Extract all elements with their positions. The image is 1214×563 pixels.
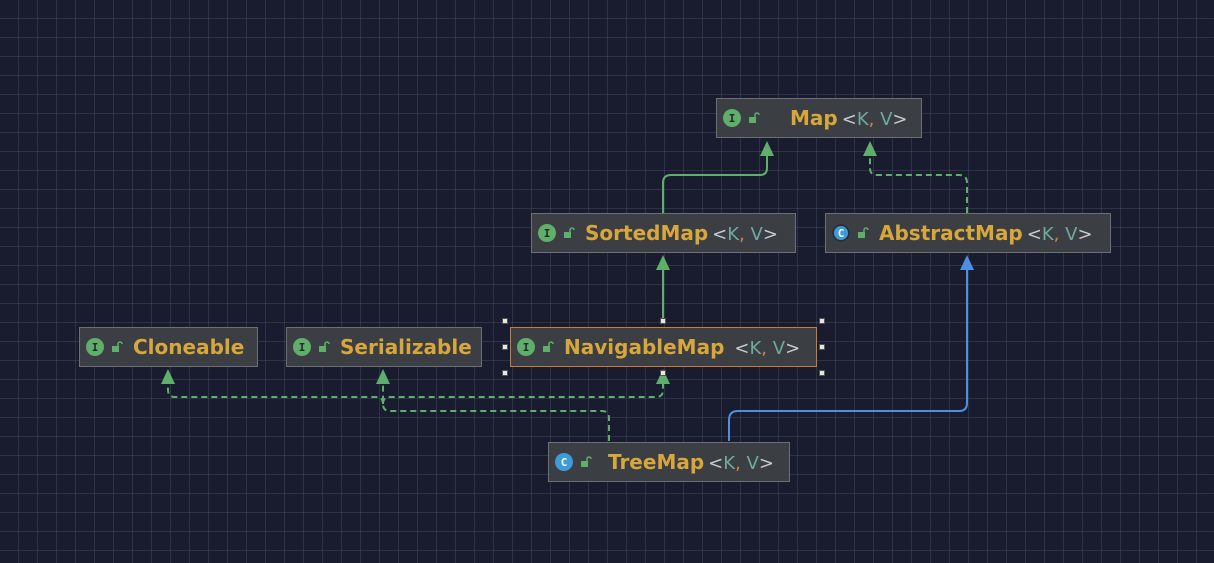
interface-icon: I [517,338,535,356]
node-cloneable[interactable]: I Cloneable [79,327,258,367]
unlocked-padlock-icon [561,225,577,241]
arrowhead-sortedmap [656,255,670,270]
node-map[interactable]: I Map <K, V> [716,98,922,138]
arrowhead-navigablemap [656,369,670,384]
node-name: SortedMap [585,221,709,245]
unlocked-padlock-icon [540,339,556,355]
unlocked-padlock-icon [316,339,332,355]
node-name: Serializable [340,335,472,359]
node-sortedmap[interactable]: I SortedMap <K, V> [531,213,796,253]
edge-treemap-to-abstractmap [728,268,968,441]
type-parameters: <K, V> [712,224,778,245]
type-parameters: <K, V> [734,338,801,359]
edge-treemap-implements [167,383,664,441]
node-name: TreeMap [608,450,705,474]
type-parameters: <K, V> [708,453,774,474]
node-name: Map [790,106,838,130]
interface-icon: I [538,224,556,242]
type-parameters: <K, V> [1026,224,1093,245]
resize-handle-ne[interactable] [819,318,825,324]
node-name: AbstractMap [879,221,1023,245]
node-name: Cloneable [133,335,245,359]
unlocked-padlock-icon [109,339,125,355]
resize-handle-nw[interactable] [502,318,508,324]
node-abstractmap[interactable]: C AbstractMap <K, V> [825,213,1111,253]
resize-handle-n[interactable] [660,318,666,324]
node-serializable[interactable]: I Serializable [286,327,482,367]
arrowhead-map-left [760,141,774,156]
resize-handle-e[interactable] [819,344,825,350]
unlocked-padlock-icon [746,110,762,126]
edge-sortedmap-to-map [662,154,768,213]
arrowhead-serializable [376,369,390,384]
resize-handle-se[interactable] [819,370,825,376]
interface-icon: I [723,109,741,127]
interface-icon: I [293,338,311,356]
node-treemap[interactable]: C TreeMap <K, V> [548,442,790,482]
resize-handle-w[interactable] [502,344,508,350]
class-icon: C [555,453,573,471]
edge-abstractmap-to-map [869,154,968,213]
resize-handle-s[interactable] [660,370,666,376]
unlocked-padlock-icon [855,225,871,241]
arrowhead-map-right [863,141,877,156]
node-name: NavigableMap [564,335,725,359]
type-parameters: <K, V> [841,109,908,130]
abstract-class-icon: C [832,224,850,242]
arrowhead-abstractmap [960,255,974,270]
unlocked-padlock-icon [578,454,594,470]
interface-icon: I [86,338,104,356]
arrowhead-cloneable [161,369,175,384]
node-navigablemap[interactable]: I NavigableMap <K, V> [510,327,817,367]
resize-handle-sw[interactable] [502,370,508,376]
